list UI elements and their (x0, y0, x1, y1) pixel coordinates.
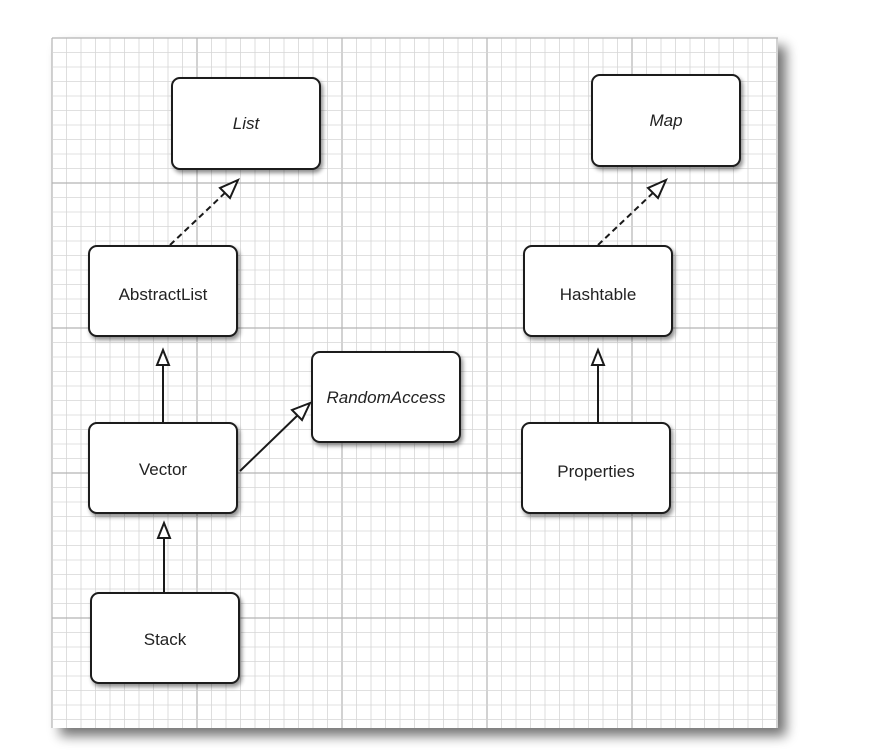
node-vector: Vector (88, 422, 238, 514)
node-label-hashtable: Hashtable (560, 285, 637, 304)
node-properties: Properties (521, 422, 671, 514)
node-stack: Stack (90, 592, 240, 684)
hollow-arrowhead-icon (156, 520, 172, 539)
edge-vector-to-abstractlist (155, 347, 171, 422)
node-label-properties: Properties (557, 462, 634, 481)
hollow-arrowhead-icon (646, 178, 668, 200)
edge-abstractlist-to-list (169, 178, 240, 246)
edge-hashtable-to-map (597, 178, 668, 246)
hollow-arrowhead-icon (155, 347, 171, 366)
node-map: Map (591, 74, 741, 167)
hollow-arrowhead-icon (590, 347, 606, 366)
realization-line (169, 189, 229, 246)
node-box (311, 351, 461, 443)
nodes: List Map AbstractList Hashtable RandomAc… (88, 74, 741, 684)
realization-line (239, 412, 301, 472)
node-box (90, 592, 240, 684)
realization-line (597, 189, 657, 246)
node-label-vector: Vector (139, 460, 188, 479)
edges (155, 178, 668, 592)
hollow-arrowhead-icon (290, 401, 312, 422)
node-list: List (171, 77, 321, 170)
node-box (88, 422, 238, 514)
node-label-randomaccess: RandomAccess (326, 388, 446, 407)
node-box (521, 422, 671, 514)
hollow-arrowhead-icon (218, 178, 240, 200)
node-randomaccess: RandomAccess (311, 351, 461, 443)
node-box (523, 245, 673, 337)
node-box (171, 77, 321, 170)
node-label-list: List (233, 114, 261, 133)
edge-properties-to-hashtable (590, 347, 606, 422)
node-label-map: Map (649, 111, 682, 130)
node-abstractlist: AbstractList (88, 245, 238, 337)
node-box (591, 74, 741, 167)
node-box (88, 245, 238, 337)
node-label-abstractlist: AbstractList (119, 285, 208, 304)
edge-stack-to-vector (156, 520, 172, 592)
edge-vector-to-randomaccess (239, 401, 312, 472)
node-hashtable: Hashtable (523, 245, 673, 337)
node-label-stack: Stack (144, 630, 187, 649)
